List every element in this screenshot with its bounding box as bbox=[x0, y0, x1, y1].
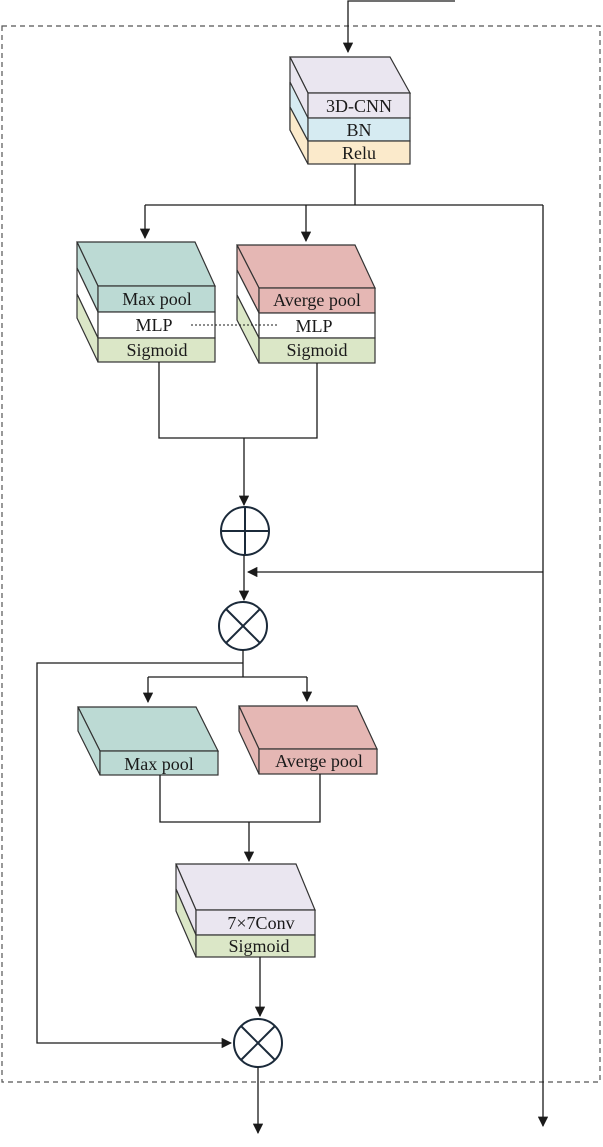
spatial-avg-pool: Averge pool bbox=[238, 705, 378, 775]
spatial-avg-top bbox=[238, 705, 378, 750]
merge-spatial bbox=[159, 774, 321, 823]
input-arrow bbox=[342, 0, 455, 54]
input-block-top bbox=[289, 56, 412, 94]
multiply-icon-2 bbox=[233, 1018, 283, 1068]
max-branch-top bbox=[76, 241, 216, 287]
connectors bbox=[36, 0, 549, 1135]
spatial-conv-block: 7×7Conv Sigmoid bbox=[175, 863, 316, 958]
conv-layer bbox=[195, 909, 316, 936]
avg-branch-top bbox=[236, 244, 376, 289]
module-border bbox=[1, 25, 601, 1083]
add-icon bbox=[220, 506, 270, 556]
cnn-label: 3D-CNN bbox=[326, 96, 392, 116]
channel-mlp-label-2: MLP bbox=[295, 316, 332, 336]
multiply-icon bbox=[218, 601, 268, 651]
channel-mlp-label-1: MLP bbox=[135, 315, 172, 335]
conv-block-top bbox=[175, 863, 316, 911]
spatial-sigmoid-label: Sigmoid bbox=[228, 936, 289, 956]
spatial-maxpool-layer bbox=[99, 750, 219, 776]
channel-sigmoid-layer-1 bbox=[97, 337, 216, 363]
channel-avg-branch: Averge pool MLP Sigmoid bbox=[236, 244, 376, 364]
input-block: 3D-CNN BN Relu bbox=[289, 56, 412, 165]
channel-sigmoid-label-2: Sigmoid bbox=[286, 340, 347, 360]
spatial-avgpool-label: Averge pool bbox=[275, 751, 363, 771]
channel-mlp-layer-2 bbox=[258, 312, 376, 339]
skip-left bbox=[36, 662, 243, 1049]
relu-label: Relu bbox=[342, 143, 376, 163]
conv-label: 7×7Conv bbox=[227, 913, 294, 933]
spatial-maxpool-label: Max pool bbox=[124, 754, 194, 774]
merge-channel bbox=[158, 362, 318, 439]
channel-max-branch: Max pool MLP Sigmoid bbox=[76, 241, 216, 363]
cnn-layer bbox=[307, 92, 411, 119]
relu-layer bbox=[307, 140, 411, 165]
spatial-avgpool-layer bbox=[258, 748, 378, 775]
channel-maxpool-label: Max pool bbox=[122, 289, 192, 309]
channel-sigmoid-layer-2 bbox=[258, 337, 376, 364]
channel-maxpool-layer bbox=[97, 285, 216, 313]
spatial-max-top bbox=[77, 706, 219, 752]
channel-avgpool-label: Averge pool bbox=[273, 290, 361, 310]
channel-sigmoid-label-1: Sigmoid bbox=[126, 340, 187, 360]
spatial-sigmoid-layer bbox=[195, 934, 316, 958]
spatial-max-pool: Max pool bbox=[77, 706, 219, 776]
bn-label: BN bbox=[346, 120, 371, 140]
